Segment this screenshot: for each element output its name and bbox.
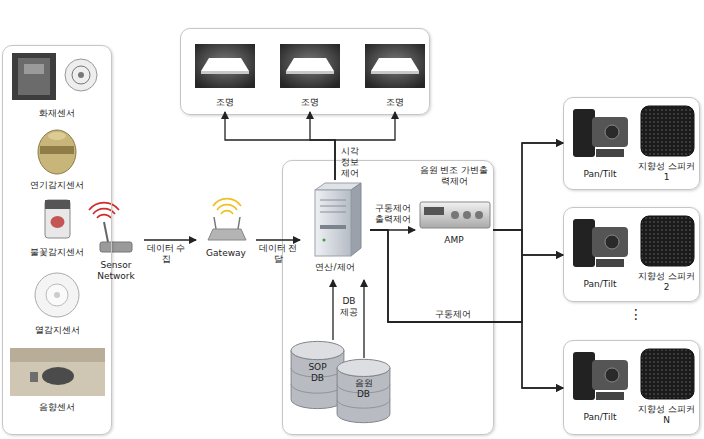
light-item: 조명	[277, 40, 343, 112]
edge-label: 구동제어	[428, 309, 478, 320]
gateway-node: Gateway	[196, 200, 256, 265]
amp-node: 음원 변조 가변출력제어 AMP	[415, 163, 493, 258]
smoke-sensor-image	[38, 130, 76, 174]
node-label: 조명	[192, 97, 258, 108]
sensor-item: 불꽃감지센서	[6, 195, 108, 263]
sensor-item: 화재센서	[6, 50, 108, 122]
pan-tilt-icon	[573, 109, 628, 157]
light-item: 조명	[192, 40, 258, 112]
edge-label: DB 제공	[337, 296, 361, 318]
pan-tilt-node: Pan/Tilt	[567, 101, 633, 186]
sensor-item: 음향센서	[6, 345, 108, 420]
light-icon	[280, 44, 340, 88]
connector-arrow	[493, 230, 563, 388]
node-label: 열감지센서	[6, 325, 108, 336]
node-label: 조명	[277, 97, 343, 108]
database-cylinder: 음원 DB	[336, 358, 391, 424]
light-icon	[365, 44, 425, 88]
connector-arrow	[225, 112, 335, 180]
connector-arrow	[493, 143, 563, 230]
connector-arrow	[332, 280, 333, 340]
connector-arrow	[363, 280, 364, 358]
node-label: AMP	[415, 235, 493, 246]
node-label: 연산/제어	[300, 262, 370, 273]
node-label: 지향성 스피커 1	[635, 161, 698, 183]
node-label: Sensor Network	[88, 260, 144, 282]
node-label: Pan/Tilt	[567, 279, 633, 290]
pan-tilt-icon	[573, 352, 628, 400]
ellipsis-mark: ⋮	[628, 306, 644, 323]
pan-tilt-icon	[573, 219, 628, 267]
server-icon	[315, 183, 361, 256]
node-label: 음향센서	[6, 402, 108, 413]
node-label: 화재센서	[6, 108, 108, 119]
edge-label: 시각 정보 제어	[338, 146, 362, 178]
node-label: 음원 DB	[348, 378, 379, 400]
connector-arrow	[335, 112, 395, 180]
gateway-icon	[208, 199, 246, 240]
node-label: Pan/Tilt	[567, 169, 633, 180]
heat-sensor-image	[35, 273, 79, 317]
server-node: 연산/제어	[300, 180, 370, 280]
connector-arrow	[370, 230, 563, 388]
node-label: SOP DB	[302, 362, 333, 384]
node-label: 연기감지센서	[6, 180, 108, 191]
speaker-group: Pan/Tilt지향성 스피커 2	[563, 207, 700, 302]
light-icon	[195, 44, 255, 88]
sensor-network-icon	[89, 203, 132, 252]
amp-icon	[420, 202, 490, 228]
speaker-node: 지향성 스피커 N	[635, 344, 698, 431]
connector-arrow	[310, 112, 335, 180]
pan-tilt-node: Pan/Tilt	[567, 344, 633, 431]
network-node: Sensor Network	[88, 220, 144, 288]
node-label: 지향성 스피커 2	[635, 271, 698, 293]
lighting-panel: 조명 조명 조명	[180, 28, 430, 115]
speaker-icon	[641, 349, 694, 399]
node-label: Gateway	[196, 248, 256, 259]
sensor-item: 연기감지센서	[6, 125, 108, 193]
node-label: Pan/Tilt	[567, 412, 633, 423]
speaker-group: Pan/Tilt지향성 스피커 N	[563, 340, 700, 435]
node-label: 조명	[362, 97, 428, 108]
node-label: 음원 변조 가변출력제어	[417, 165, 491, 187]
connector-arrow	[370, 143, 563, 322]
connector-arrow	[256, 239, 300, 240]
light-item: 조명	[362, 40, 428, 112]
edge-label: 데이터 전달	[258, 243, 298, 265]
edge-label: 구동제어 출력제어	[373, 203, 413, 225]
speaker-node: 지향성 스피커 2	[635, 211, 698, 298]
connector-arrow	[144, 239, 196, 240]
acoustic-sensor-image	[10, 348, 105, 396]
speaker-icon	[641, 106, 694, 156]
connector-arrow	[370, 230, 563, 322]
flame-sensor-image	[45, 200, 70, 238]
speaker-node: 지향성 스피커 1	[635, 101, 698, 186]
sensor-item: 열감지센서	[6, 265, 108, 340]
connector-arrow	[493, 230, 563, 255]
node-label: 지향성 스피커 N	[635, 404, 698, 426]
pan-tilt-node: Pan/Tilt	[567, 211, 633, 298]
speaker-icon	[641, 216, 694, 266]
sensor-panel: 화재센서연기감지센서불꽃감지센서열감지센서음향센서	[2, 45, 112, 435]
fire-sensor-image	[12, 53, 97, 100]
edge-label: 데이터 수집	[146, 243, 186, 265]
node-label: 불꽃감지센서	[6, 247, 108, 258]
speaker-group: Pan/Tilt지향성 스피커 1	[563, 97, 700, 190]
